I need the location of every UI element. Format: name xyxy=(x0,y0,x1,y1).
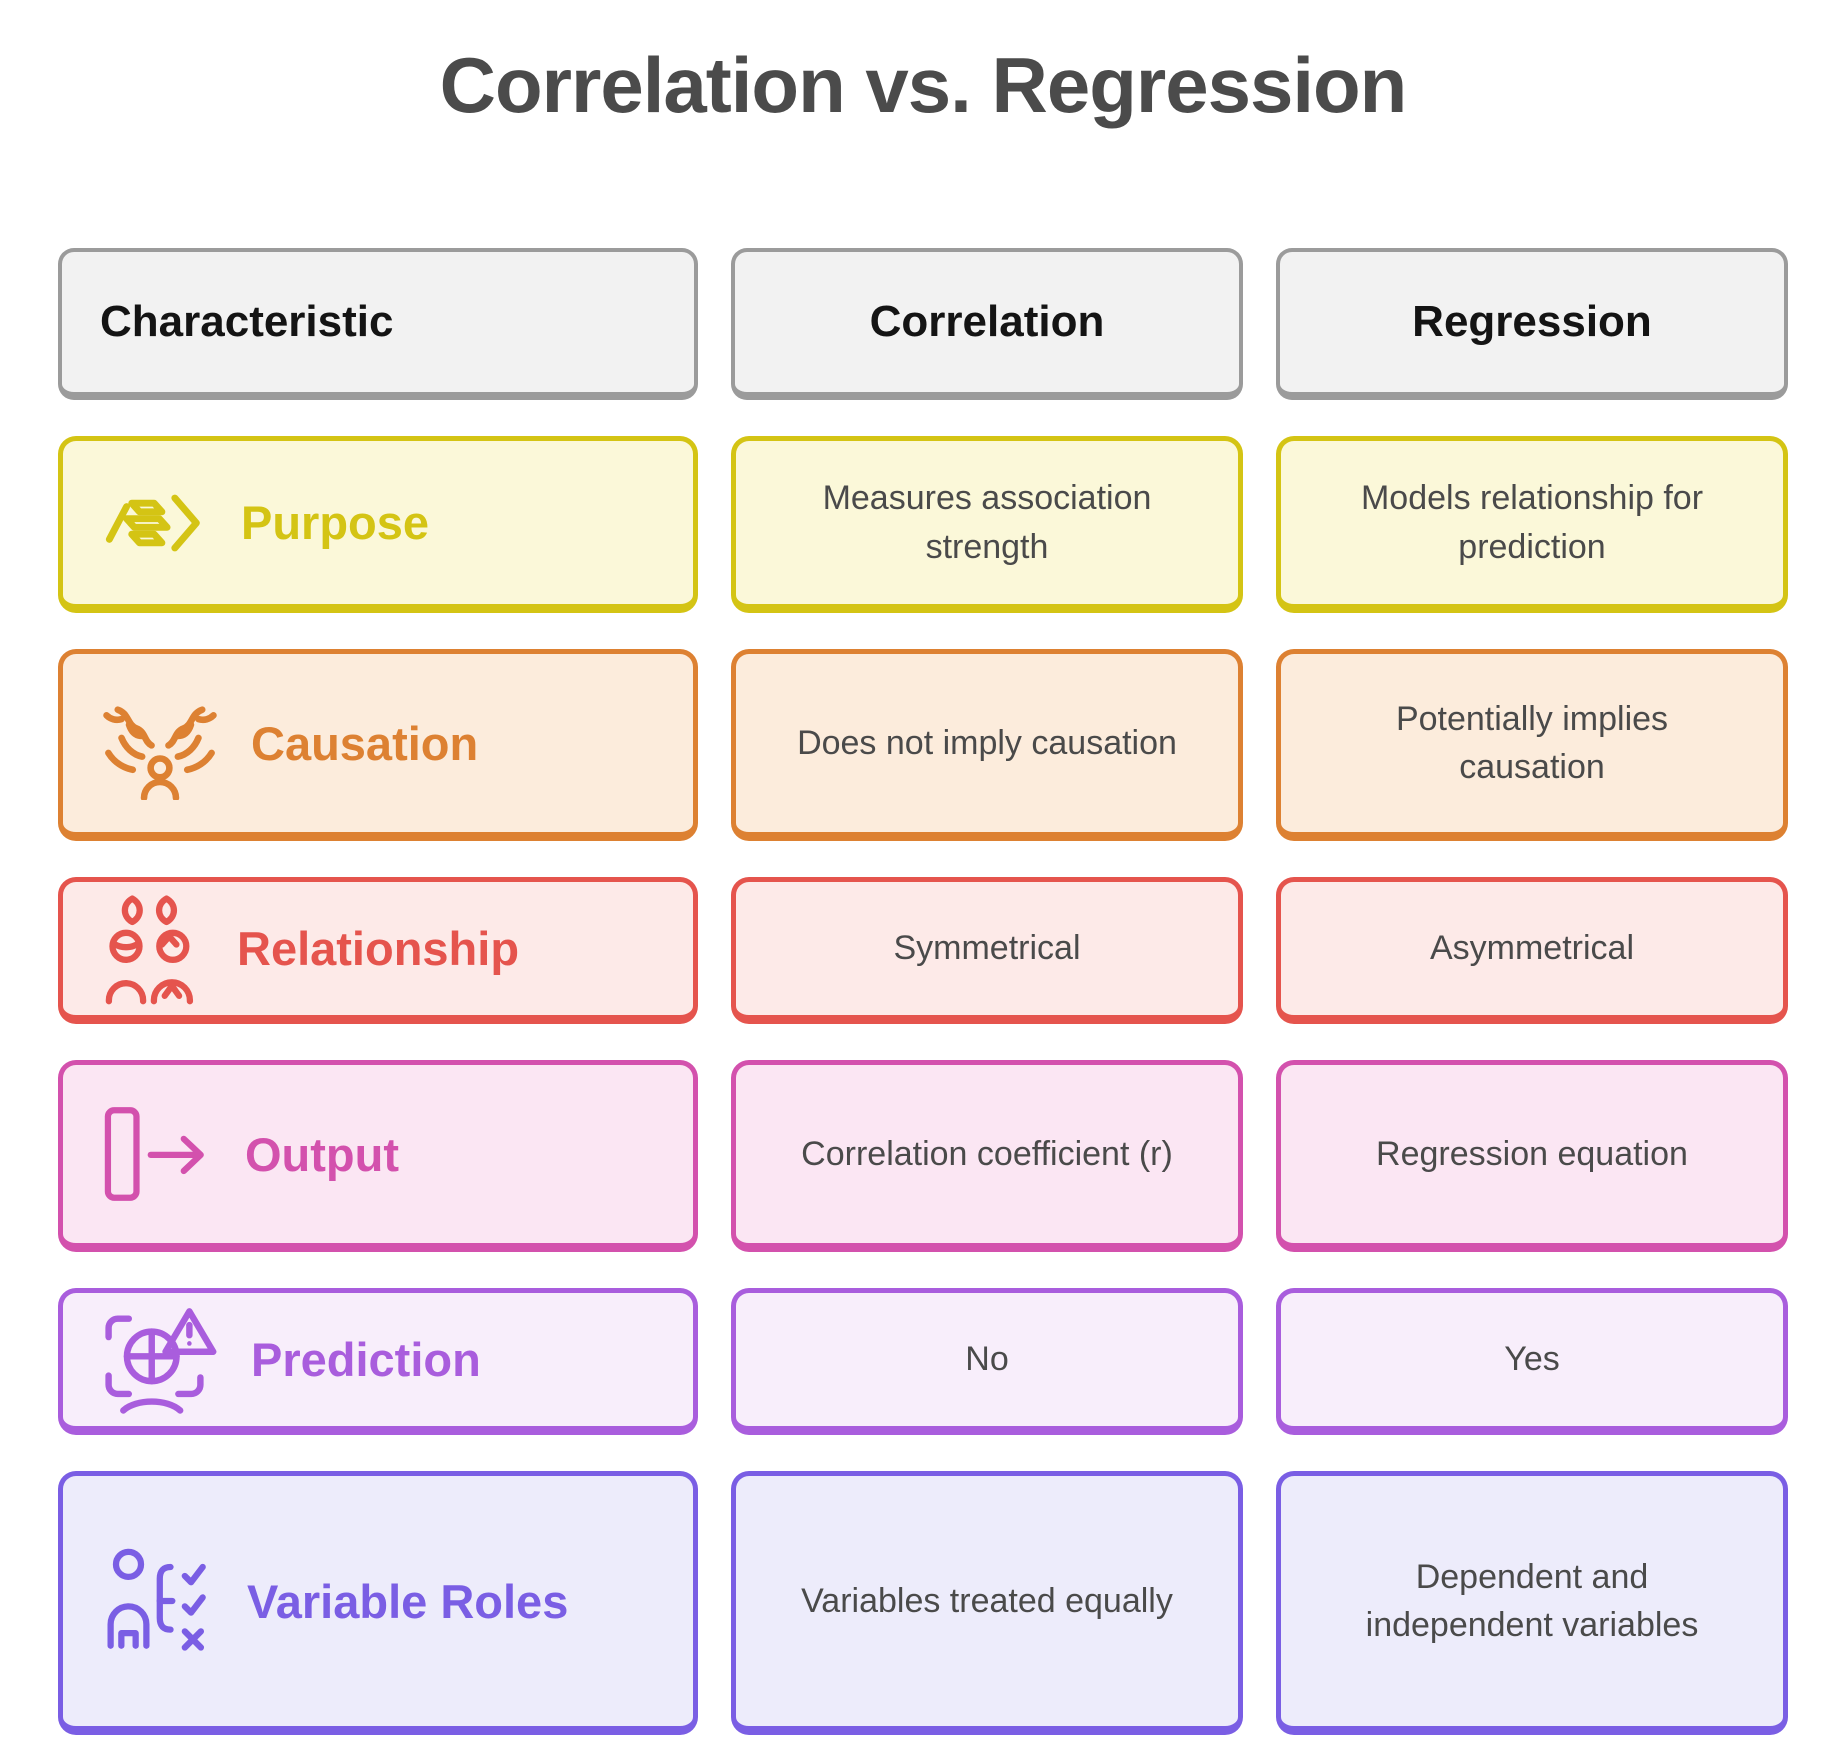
row-purpose-correlation-cell: Measures association strength xyxy=(731,436,1243,613)
cause-effect-icon xyxy=(99,687,221,800)
row-variable-roles-label-cell: Variable Roles xyxy=(58,1471,698,1735)
forward-arrows-icon xyxy=(99,483,211,563)
page-title: Correlation vs. Regression xyxy=(439,40,1408,129)
row-purpose-regression-cell: Models relationship for prediction xyxy=(1276,436,1788,613)
row-prediction-regression-cell: Yes xyxy=(1276,1288,1788,1435)
row-causation-correlation-cell: Does not imply causation xyxy=(731,649,1243,841)
header-regression: Regression xyxy=(1276,248,1788,400)
row-label: Variable Roles xyxy=(247,1574,569,1628)
row-output-correlation-cell: Correlation coefficient (r) xyxy=(731,1060,1243,1252)
row-label: Causation xyxy=(251,716,479,770)
row-relationship-regression-cell: Asymmetrical xyxy=(1276,877,1788,1024)
comparison-grid: Characteristic Correlation Regression Pu… xyxy=(58,248,1788,1735)
row-label: Relationship xyxy=(237,922,520,975)
face-scan-warning-icon xyxy=(99,1304,221,1416)
people-pair-icon xyxy=(99,893,207,1005)
row-prediction-correlation-cell: No xyxy=(731,1288,1243,1435)
person-decision-tree-icon xyxy=(99,1538,217,1664)
header-characteristic: Characteristic xyxy=(58,248,698,400)
row-relationship-correlation-cell: Symmetrical xyxy=(731,877,1243,1024)
row-label: Purpose xyxy=(241,496,430,549)
row-prediction-label-cell: Prediction xyxy=(58,1288,698,1435)
row-variable-roles-correlation-cell: Variables treated equally xyxy=(731,1471,1243,1735)
row-causation-label-cell: Causation xyxy=(58,649,698,841)
row-output-label-cell: Output xyxy=(58,1060,698,1252)
row-output-regression-cell: Regression equation xyxy=(1276,1060,1788,1252)
row-label: Output xyxy=(245,1127,399,1181)
row-causation-regression-cell: Potentially implies causation xyxy=(1276,649,1788,841)
header-correlation: Correlation xyxy=(731,248,1243,400)
export-arrow-icon xyxy=(99,1104,215,1204)
row-variable-roles-regression-cell: Dependent and independent variables xyxy=(1276,1471,1788,1735)
row-purpose-label-cell: Purpose xyxy=(58,436,698,613)
row-relationship-label-cell: Relationship xyxy=(58,877,698,1024)
row-label: Prediction xyxy=(251,1333,481,1386)
